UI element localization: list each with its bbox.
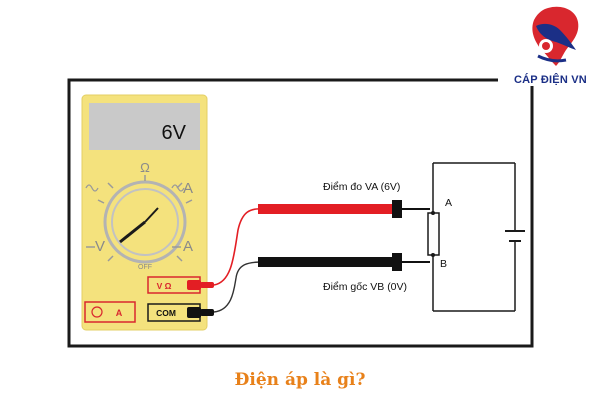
black-probe	[258, 253, 430, 271]
dial-label-off: OFF	[138, 264, 152, 271]
dial-label-ohm: Ω	[140, 160, 150, 175]
resistor	[427, 212, 440, 256]
label-probe-point: Điểm đo VA (6V)	[323, 181, 400, 193]
jack-label-current: A	[116, 308, 123, 318]
black-lead-wire	[213, 261, 263, 313]
label-node-b: B	[440, 258, 447, 270]
dial-knob-line	[119, 220, 146, 244]
current-jack-circle-icon	[91, 306, 103, 318]
red-lead-wire	[213, 208, 263, 286]
dial-label-dc-voltage: V	[95, 238, 105, 255]
jack-label-voltage: V Ω	[157, 281, 172, 291]
red-probe	[258, 200, 430, 218]
node-a-dot	[431, 211, 435, 215]
circuit-wiring	[432, 162, 516, 312]
black-plug	[187, 307, 214, 318]
frame-border	[67, 78, 534, 348]
red-plug	[187, 280, 214, 290]
display-reading: 6V	[162, 122, 187, 144]
label-node-a: A	[445, 197, 452, 209]
battery-icon	[505, 230, 525, 242]
jack-label-com: COM	[156, 308, 176, 318]
node-b-dot	[431, 253, 435, 257]
brand-logo-icon	[532, 6, 579, 66]
frame-gap	[498, 76, 538, 86]
brand-name: CÁP ĐIỆN VN	[514, 74, 587, 86]
multimeter-screen	[89, 103, 200, 150]
ac-wave-left-icon	[85, 184, 99, 192]
dial-label-dc-current: A	[183, 238, 193, 255]
rotary-dial	[97, 175, 193, 264]
dial-pointer	[144, 207, 159, 223]
caption-title: Điện áp là gì?	[234, 370, 366, 390]
dial-label-ac-current: A	[183, 180, 193, 197]
ac-wave-right-icon	[171, 184, 185, 192]
label-reference-point: Điểm gốc VB (0V)	[323, 281, 407, 293]
